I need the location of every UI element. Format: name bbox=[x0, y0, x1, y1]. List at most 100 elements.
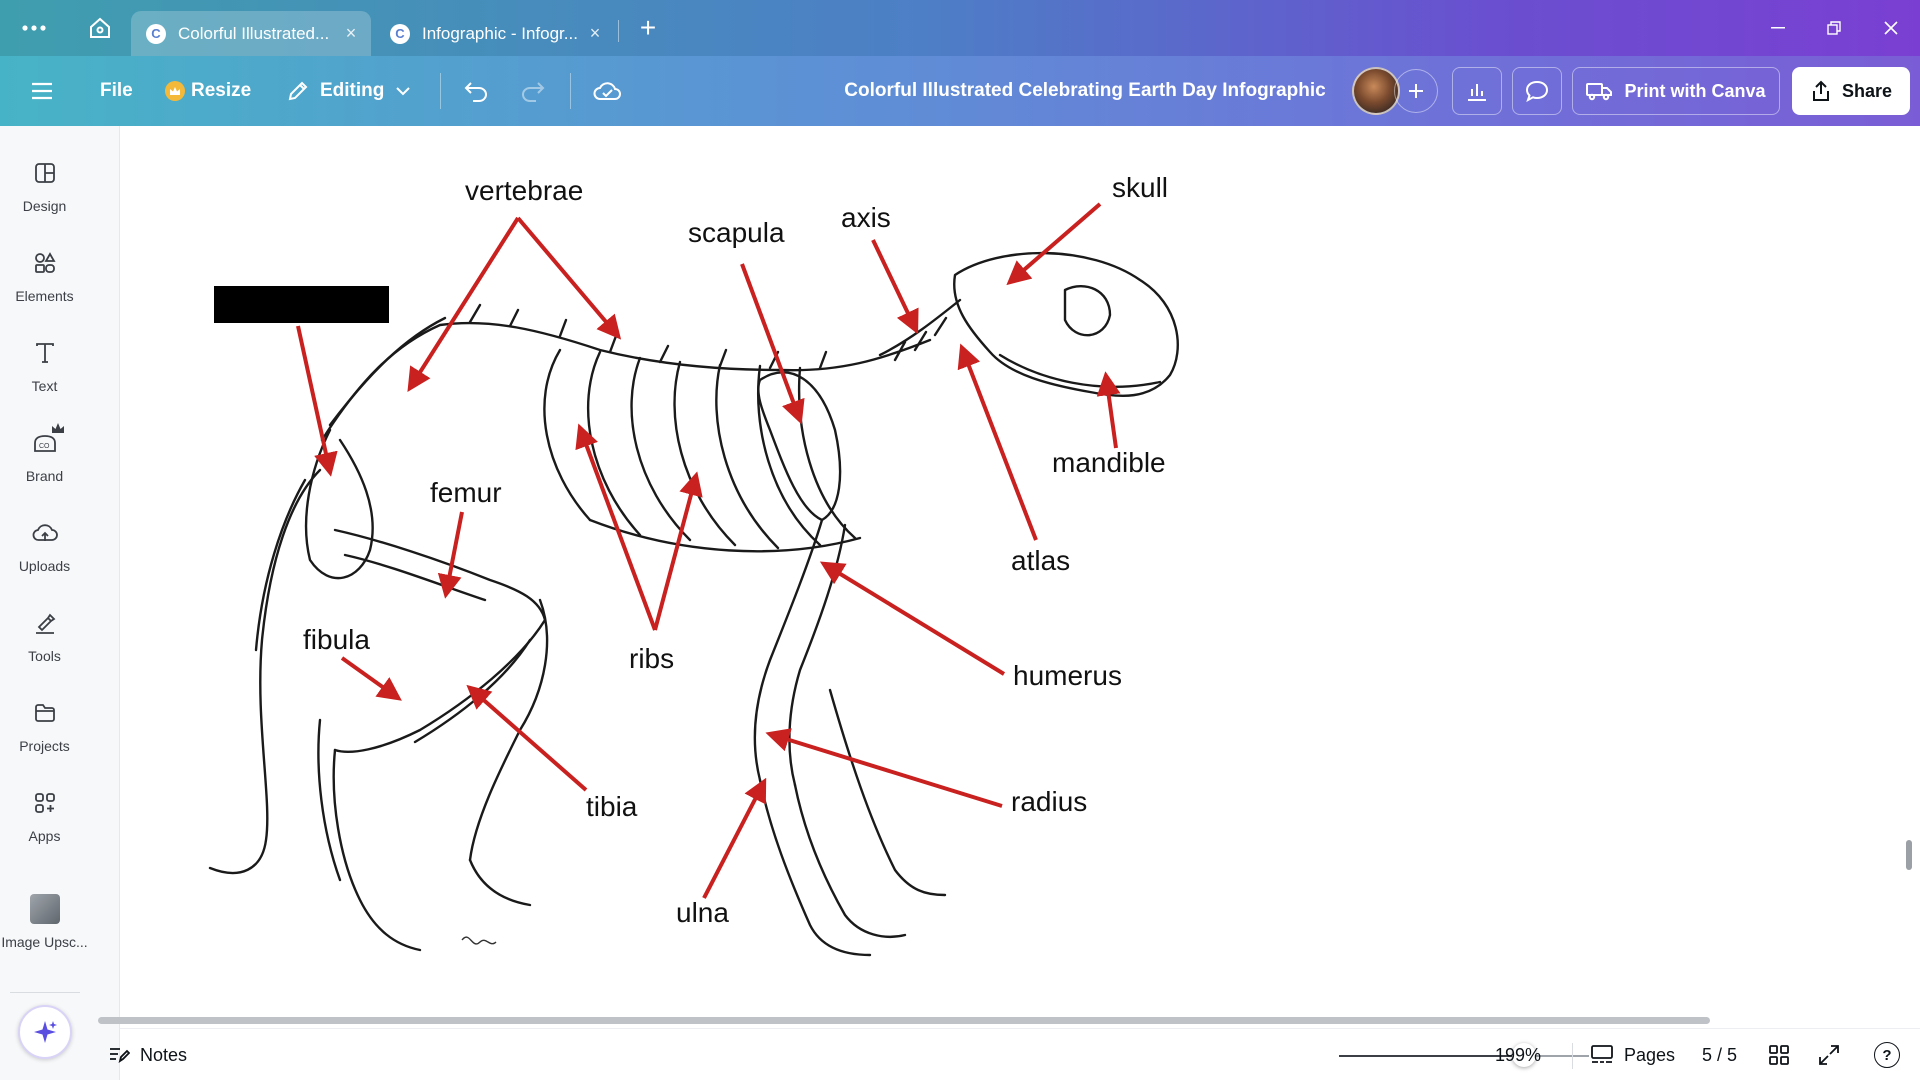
minimize-icon[interactable] bbox=[1758, 10, 1798, 46]
sidebar-divider bbox=[10, 992, 80, 993]
sidebar-item-label: Tools bbox=[28, 648, 61, 664]
pages-icon bbox=[1590, 1044, 1614, 1066]
canva-logo-icon: C bbox=[390, 23, 410, 44]
sidebar-item-label: Image Upsc... bbox=[1, 934, 88, 950]
close-tab-icon[interactable]: × bbox=[345, 23, 357, 43]
share-button[interactable]: Share bbox=[1792, 67, 1910, 115]
help-button[interactable]: ? bbox=[1874, 1029, 1900, 1081]
cloud-saved-icon[interactable] bbox=[592, 56, 622, 126]
elements-icon bbox=[30, 248, 60, 278]
restore-icon[interactable] bbox=[1814, 10, 1854, 46]
design-canvas[interactable]: vertebrae scapula axis skull mandible at… bbox=[120, 126, 1920, 1020]
bottom-separator bbox=[1572, 1043, 1573, 1069]
comment-icon[interactable] bbox=[1512, 67, 1562, 115]
label-scapula: scapula bbox=[688, 217, 785, 248]
undo-icon[interactable] bbox=[463, 56, 489, 126]
label-ribs: ribs bbox=[629, 643, 674, 674]
editing-mode-dropdown[interactable]: Editing bbox=[286, 56, 411, 126]
crown-icon bbox=[165, 81, 185, 101]
text-icon bbox=[30, 338, 60, 368]
grid-view-icon[interactable] bbox=[1768, 1029, 1790, 1081]
sidebar-item-label: Elements bbox=[15, 288, 74, 304]
resize-button[interactable]: Resize bbox=[165, 56, 251, 126]
pages-button[interactable]: Pages bbox=[1590, 1029, 1675, 1081]
arrow-radius bbox=[765, 728, 1003, 808]
label-axis: axis bbox=[841, 202, 891, 233]
notes-icon bbox=[108, 1045, 130, 1065]
arrow-femur bbox=[437, 511, 464, 599]
sidebar-item-design[interactable]: Design bbox=[0, 150, 89, 230]
left-sidebar: Design Elements Text CO Brand Uploads To… bbox=[0, 126, 120, 1080]
arrow-vertebrae-right bbox=[516, 216, 622, 340]
label-fibula: fibula bbox=[303, 624, 370, 655]
tab-title: Infographic - Infogr... bbox=[422, 23, 578, 43]
sidebar-item-brand[interactable]: CO Brand bbox=[0, 420, 89, 500]
notes-button[interactable]: Notes bbox=[108, 1029, 187, 1081]
apps-icon bbox=[30, 788, 60, 818]
main-menu-icon[interactable] bbox=[30, 56, 54, 126]
document-title[interactable]: Colorful Illustrated Celebrating Earth D… bbox=[844, 80, 1326, 101]
print-label: Print with Canva bbox=[1624, 80, 1766, 101]
arrow-unlabeled bbox=[296, 325, 338, 477]
share-label: Share bbox=[1841, 80, 1893, 101]
arrow-fibula bbox=[340, 656, 402, 701]
label-skull: skull bbox=[1112, 172, 1168, 203]
fullscreen-icon[interactable] bbox=[1818, 1029, 1840, 1081]
help-icon: ? bbox=[1874, 1042, 1900, 1068]
projects-icon bbox=[30, 698, 60, 728]
print-with-canva-button[interactable]: Print with Canva bbox=[1572, 67, 1780, 115]
redo-icon[interactable] bbox=[520, 56, 546, 126]
sidebar-item-elements[interactable]: Elements bbox=[0, 240, 89, 320]
sidebar-item-apps[interactable]: Apps bbox=[0, 780, 89, 860]
new-tab-button[interactable]: + bbox=[639, 12, 657, 43]
toolbar-separator bbox=[570, 73, 571, 109]
label-arrows bbox=[296, 202, 1121, 899]
label-atlas: atlas bbox=[1011, 545, 1070, 576]
home-icon[interactable] bbox=[80, 8, 120, 48]
image-upscaler-icon bbox=[29, 894, 60, 924]
invite-icon[interactable] bbox=[1394, 69, 1438, 113]
arrow-tibia bbox=[466, 684, 588, 792]
sidebar-item-label: Text bbox=[31, 378, 58, 394]
skeleton-illustration bbox=[208, 251, 1179, 957]
arrow-scapula bbox=[740, 263, 805, 425]
file-menu[interactable]: File bbox=[100, 80, 133, 101]
label-ulna: ulna bbox=[676, 897, 729, 928]
label-mandible: mandible bbox=[1052, 447, 1166, 478]
tools-icon bbox=[30, 608, 60, 638]
close-window-icon[interactable] bbox=[1871, 10, 1911, 46]
brand-icon: CO bbox=[30, 423, 64, 458]
sidebar-item-text[interactable]: Text bbox=[0, 330, 89, 410]
tab-colorful-illustrated[interactable]: C Colorful Illustrated... × bbox=[131, 11, 371, 56]
arrow-humerus bbox=[819, 561, 1006, 676]
sidebar-item-image-upscaler[interactable]: Image Upsc... bbox=[0, 886, 89, 966]
browser-titlebar: C Colorful Illustrated... × C Infographi… bbox=[0, 0, 1920, 56]
arrow-ulna bbox=[702, 777, 767, 899]
sidebar-item-label: Uploads bbox=[18, 558, 71, 574]
close-tab-icon[interactable]: × bbox=[589, 23, 601, 43]
page-indicator[interactable]: 5 / 5 bbox=[1702, 1044, 1738, 1065]
label-radius: radius bbox=[1011, 786, 1087, 817]
magic-assistant-button[interactable] bbox=[18, 1005, 72, 1059]
arrow-mandible bbox=[1096, 371, 1121, 449]
zoom-level[interactable]: 199% bbox=[1495, 1044, 1542, 1065]
cat-skeleton-diagram: vertebrae scapula axis skull mandible at… bbox=[208, 172, 1179, 957]
pages-label: Pages bbox=[1624, 1044, 1676, 1065]
resize-label: Resize bbox=[191, 80, 252, 101]
avatar[interactable] bbox=[1352, 56, 1400, 126]
editor-toolbar: File Resize Editing Colorful Illustrated… bbox=[0, 56, 1920, 126]
more-options-icon[interactable] bbox=[14, 8, 54, 48]
tab-separator bbox=[618, 20, 619, 42]
sidebar-item-uploads[interactable]: Uploads bbox=[0, 510, 89, 590]
sidebar-item-projects[interactable]: Projects bbox=[0, 690, 89, 770]
zoom-slider-thumb[interactable] bbox=[1512, 1043, 1536, 1067]
insights-chart-icon[interactable] bbox=[1452, 67, 1502, 115]
toolbar-separator bbox=[440, 73, 441, 109]
vertical-scrollbar[interactable] bbox=[1906, 840, 1912, 870]
tab-infographic[interactable]: C Infographic - Infogr... × bbox=[375, 11, 615, 56]
horizontal-scrollbar[interactable] bbox=[98, 1017, 1710, 1024]
bottom-bar: Notes 199% Pages 5 / 5 ? bbox=[110, 1028, 1920, 1081]
sidebar-item-tools[interactable]: Tools bbox=[0, 600, 89, 680]
label-femur: femur bbox=[430, 477, 502, 508]
canva-logo-icon: C bbox=[146, 23, 166, 44]
